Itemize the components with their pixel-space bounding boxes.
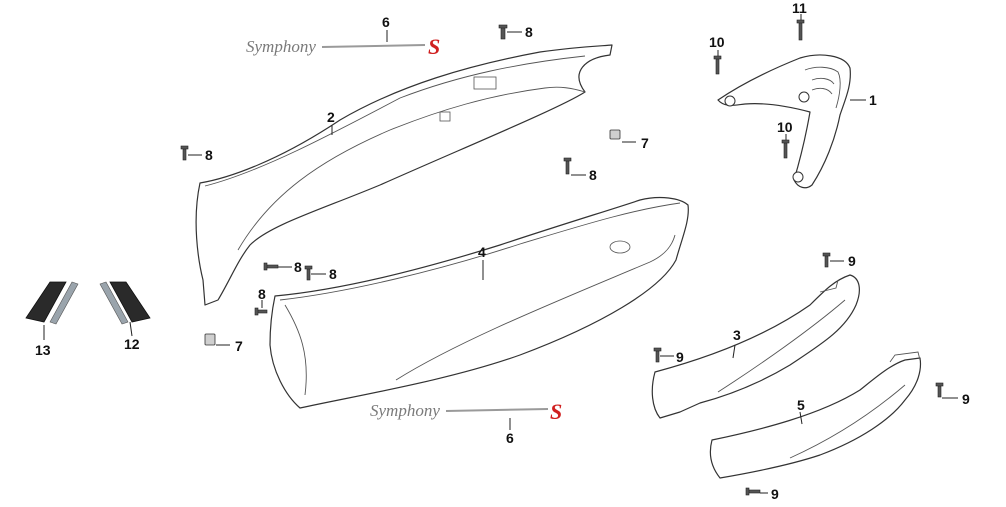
bolt-11: [796, 19, 805, 41]
bolt-9b: [653, 347, 662, 363]
rear-trim-lower-tab: [889, 351, 921, 363]
bolt-8e: [304, 265, 313, 281]
callout-10-a: 10: [709, 34, 725, 50]
bolt-8d: [263, 262, 279, 271]
rear-carrier-grip-2: [811, 77, 835, 85]
sticker-13: [25, 281, 79, 325]
side-cover-lower-outline: [269, 196, 689, 409]
callout-8-e: 8: [329, 266, 337, 282]
emblem-bottom-s: S: [550, 399, 562, 424]
side-cover-lower-top-edge: [279, 202, 681, 301]
callout-7-a: 7: [641, 135, 649, 151]
emblem-top-stroke: [321, 44, 426, 48]
rear-trim-upper-crease: [717, 299, 846, 393]
bolt-8c: [563, 157, 572, 175]
callout-7-b: 7: [235, 338, 243, 354]
callout-10-b: 10: [777, 119, 793, 135]
bolt-10a: [713, 55, 722, 75]
side-cover-upper-crease: [237, 86, 586, 251]
callout-6-top: 6: [382, 14, 390, 30]
sticker-12: [99, 281, 151, 325]
rear-trim-upper: [651, 274, 860, 419]
callout-12: 12: [124, 336, 140, 352]
callout-11: 11: [792, 0, 807, 16]
callout-9-d: 9: [771, 486, 779, 502]
callout-labels: 6 2 4 1 3 5 6 8 8 8 8 8 8 7 7 9 9 9 9 10…: [35, 0, 970, 502]
callout-1: 1: [869, 92, 877, 108]
rear-trim-lower: [709, 351, 922, 479]
callout-9-b: 9: [676, 349, 684, 365]
side-cover-upper-outline: [195, 44, 613, 306]
bolt-8f: [254, 307, 268, 316]
rear-carrier-mount-mid: [798, 91, 810, 103]
emblem-bottom-stroke: [445, 408, 549, 412]
side-cover-upper: [195, 44, 613, 306]
rear-carrier-grip-1: [804, 66, 841, 109]
clip-7a: [609, 129, 621, 140]
callout-13: 13: [35, 342, 51, 358]
rear-carrier-grip-3: [811, 87, 833, 95]
side-cover-lower-front-edge: [284, 304, 307, 396]
emblem-top-text: Symphony: [246, 37, 316, 56]
callout-9-c: 9: [962, 391, 970, 407]
emblem-top: Symphony S: [246, 34, 440, 59]
side-cover-upper-edge: [204, 55, 586, 187]
callout-3: 3: [733, 327, 741, 343]
rear-carrier-mount-rear: [792, 171, 804, 183]
callout-8-f: 8: [258, 286, 266, 302]
side-cover-lower-crease: [395, 234, 676, 381]
callout-9-a: 9: [848, 253, 856, 269]
sticker-13-light: [49, 281, 79, 325]
leader-lines: [43, 14, 958, 494]
callout-5: 5: [797, 397, 805, 413]
bolt-8a: [498, 24, 508, 40]
bolt-9a: [822, 252, 831, 268]
bolt-9c: [935, 382, 944, 398]
emblem-bottom: Symphony S: [370, 399, 562, 424]
callout-8-c: 8: [589, 167, 597, 183]
callout-8-d: 8: [294, 259, 302, 275]
rear-trim-upper-notch: [819, 279, 839, 293]
clip-7b: [204, 333, 216, 346]
callout-8-b: 8: [205, 147, 213, 163]
rear-trim-lower-crease: [789, 384, 906, 459]
side-cover-lower: [269, 196, 689, 409]
bolt-8b: [180, 145, 189, 161]
callout-8-a: 8: [525, 24, 533, 40]
emblem-bottom-text: Symphony: [370, 401, 440, 420]
callout-2: 2: [327, 109, 335, 125]
callout-4: 4: [478, 244, 486, 260]
callout-6-bottom: 6: [506, 430, 514, 446]
sticker-12-dark: [109, 281, 151, 323]
rear-carrier-mount-left: [724, 95, 736, 107]
rear-trim-lower-outline: [709, 357, 922, 479]
emblem-top-s: S: [428, 34, 440, 59]
side-cover-lower-grommet: [609, 240, 631, 254]
rear-trim-upper-outline: [651, 274, 860, 419]
sticker-12-light: [99, 281, 129, 325]
side-cover-upper-tab: [439, 111, 451, 122]
sticker-13-dark: [25, 281, 67, 323]
side-cover-upper-slot: [473, 76, 497, 90]
rear-carrier: [717, 54, 851, 189]
bolt-10b: [781, 139, 790, 159]
bolt-9d: [745, 487, 761, 496]
